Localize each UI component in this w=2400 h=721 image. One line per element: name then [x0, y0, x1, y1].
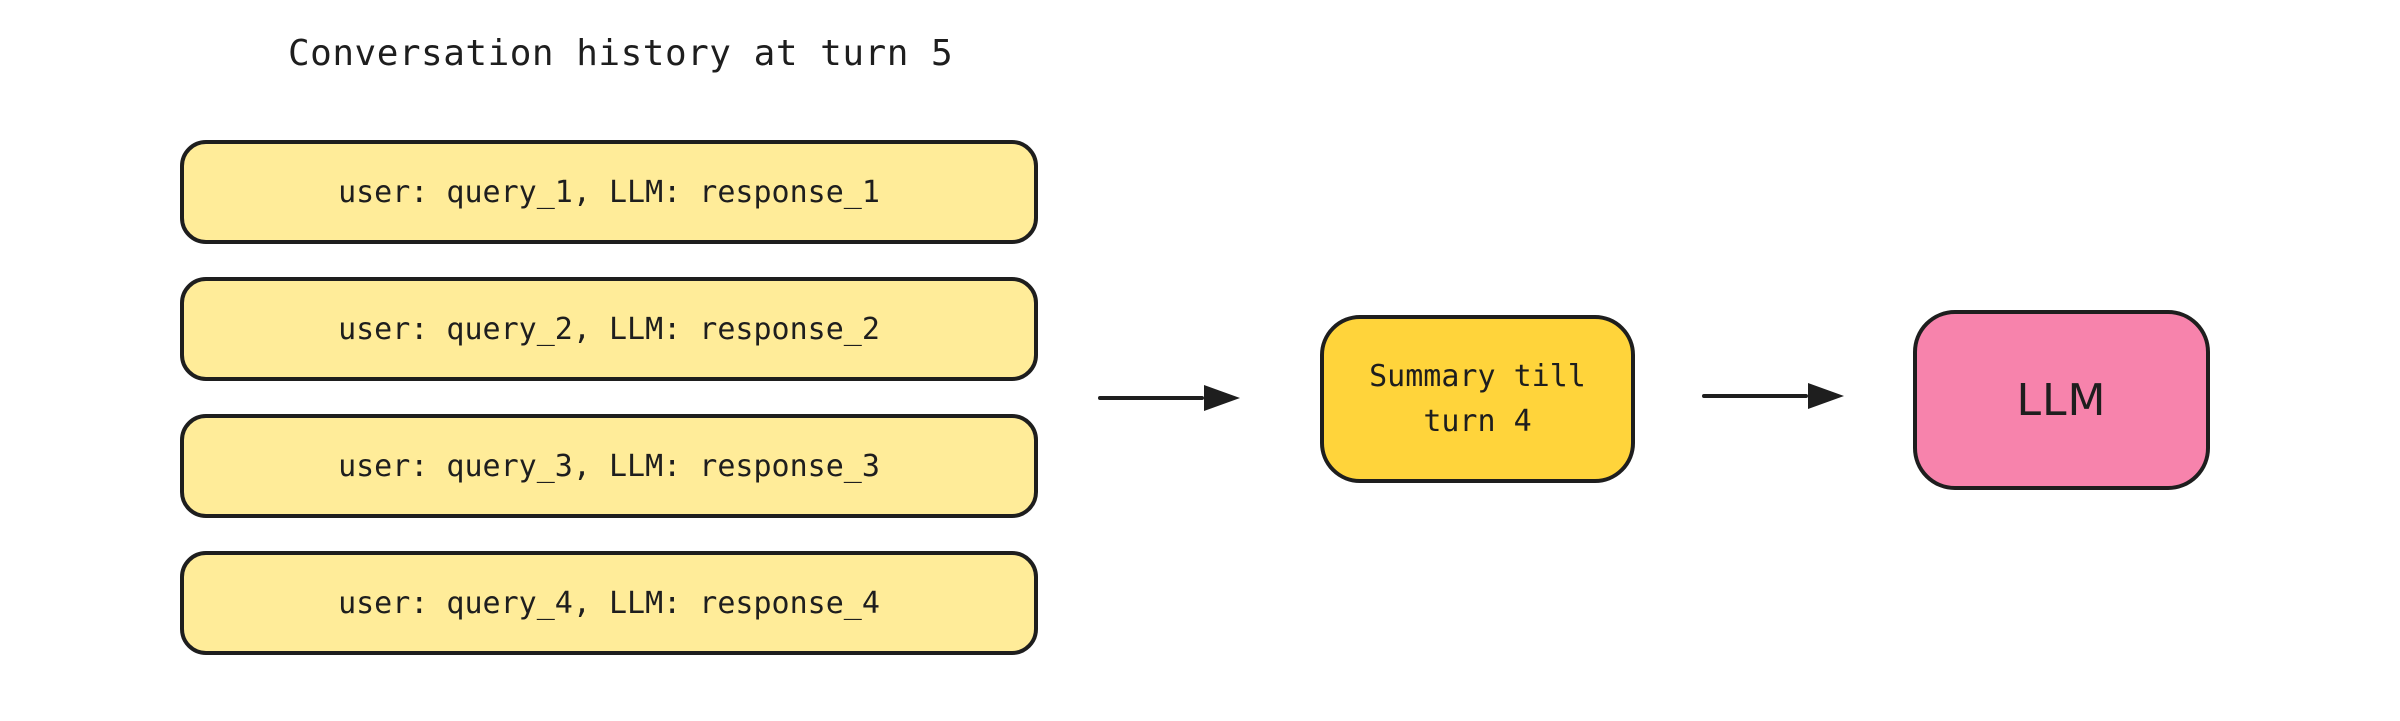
- history-turn-box-1: user: query_1, LLM: response_1: [180, 140, 1038, 244]
- summary-box: Summary till turn 4: [1320, 315, 1635, 483]
- summary-box-line1: Summary till: [1369, 359, 1586, 394]
- diagram-title: Conversation history at turn 5: [288, 33, 954, 74]
- arrow-history-to-summary-icon: [1098, 385, 1240, 411]
- llm-box: LLM: [1913, 310, 2210, 490]
- history-turn-box-2: user: query_2, LLM: response_2: [180, 277, 1038, 381]
- arrow-summary-to-llm-icon: [1702, 383, 1844, 409]
- llm-box-label: LLM: [2016, 374, 2107, 426]
- history-turn-box-4: user: query_4, LLM: response_4: [180, 551, 1038, 655]
- summary-box-line2: turn 4: [1423, 404, 1532, 439]
- history-turn-label-1: user: query_1, LLM: response_1: [338, 174, 880, 210]
- history-turn-label-3: user: query_3, LLM: response_3: [338, 448, 880, 484]
- history-turn-box-3: user: query_3, LLM: response_3: [180, 414, 1038, 518]
- history-turn-label-4: user: query_4, LLM: response_4: [338, 585, 880, 621]
- history-turn-label-2: user: query_2, LLM: response_2: [338, 311, 880, 347]
